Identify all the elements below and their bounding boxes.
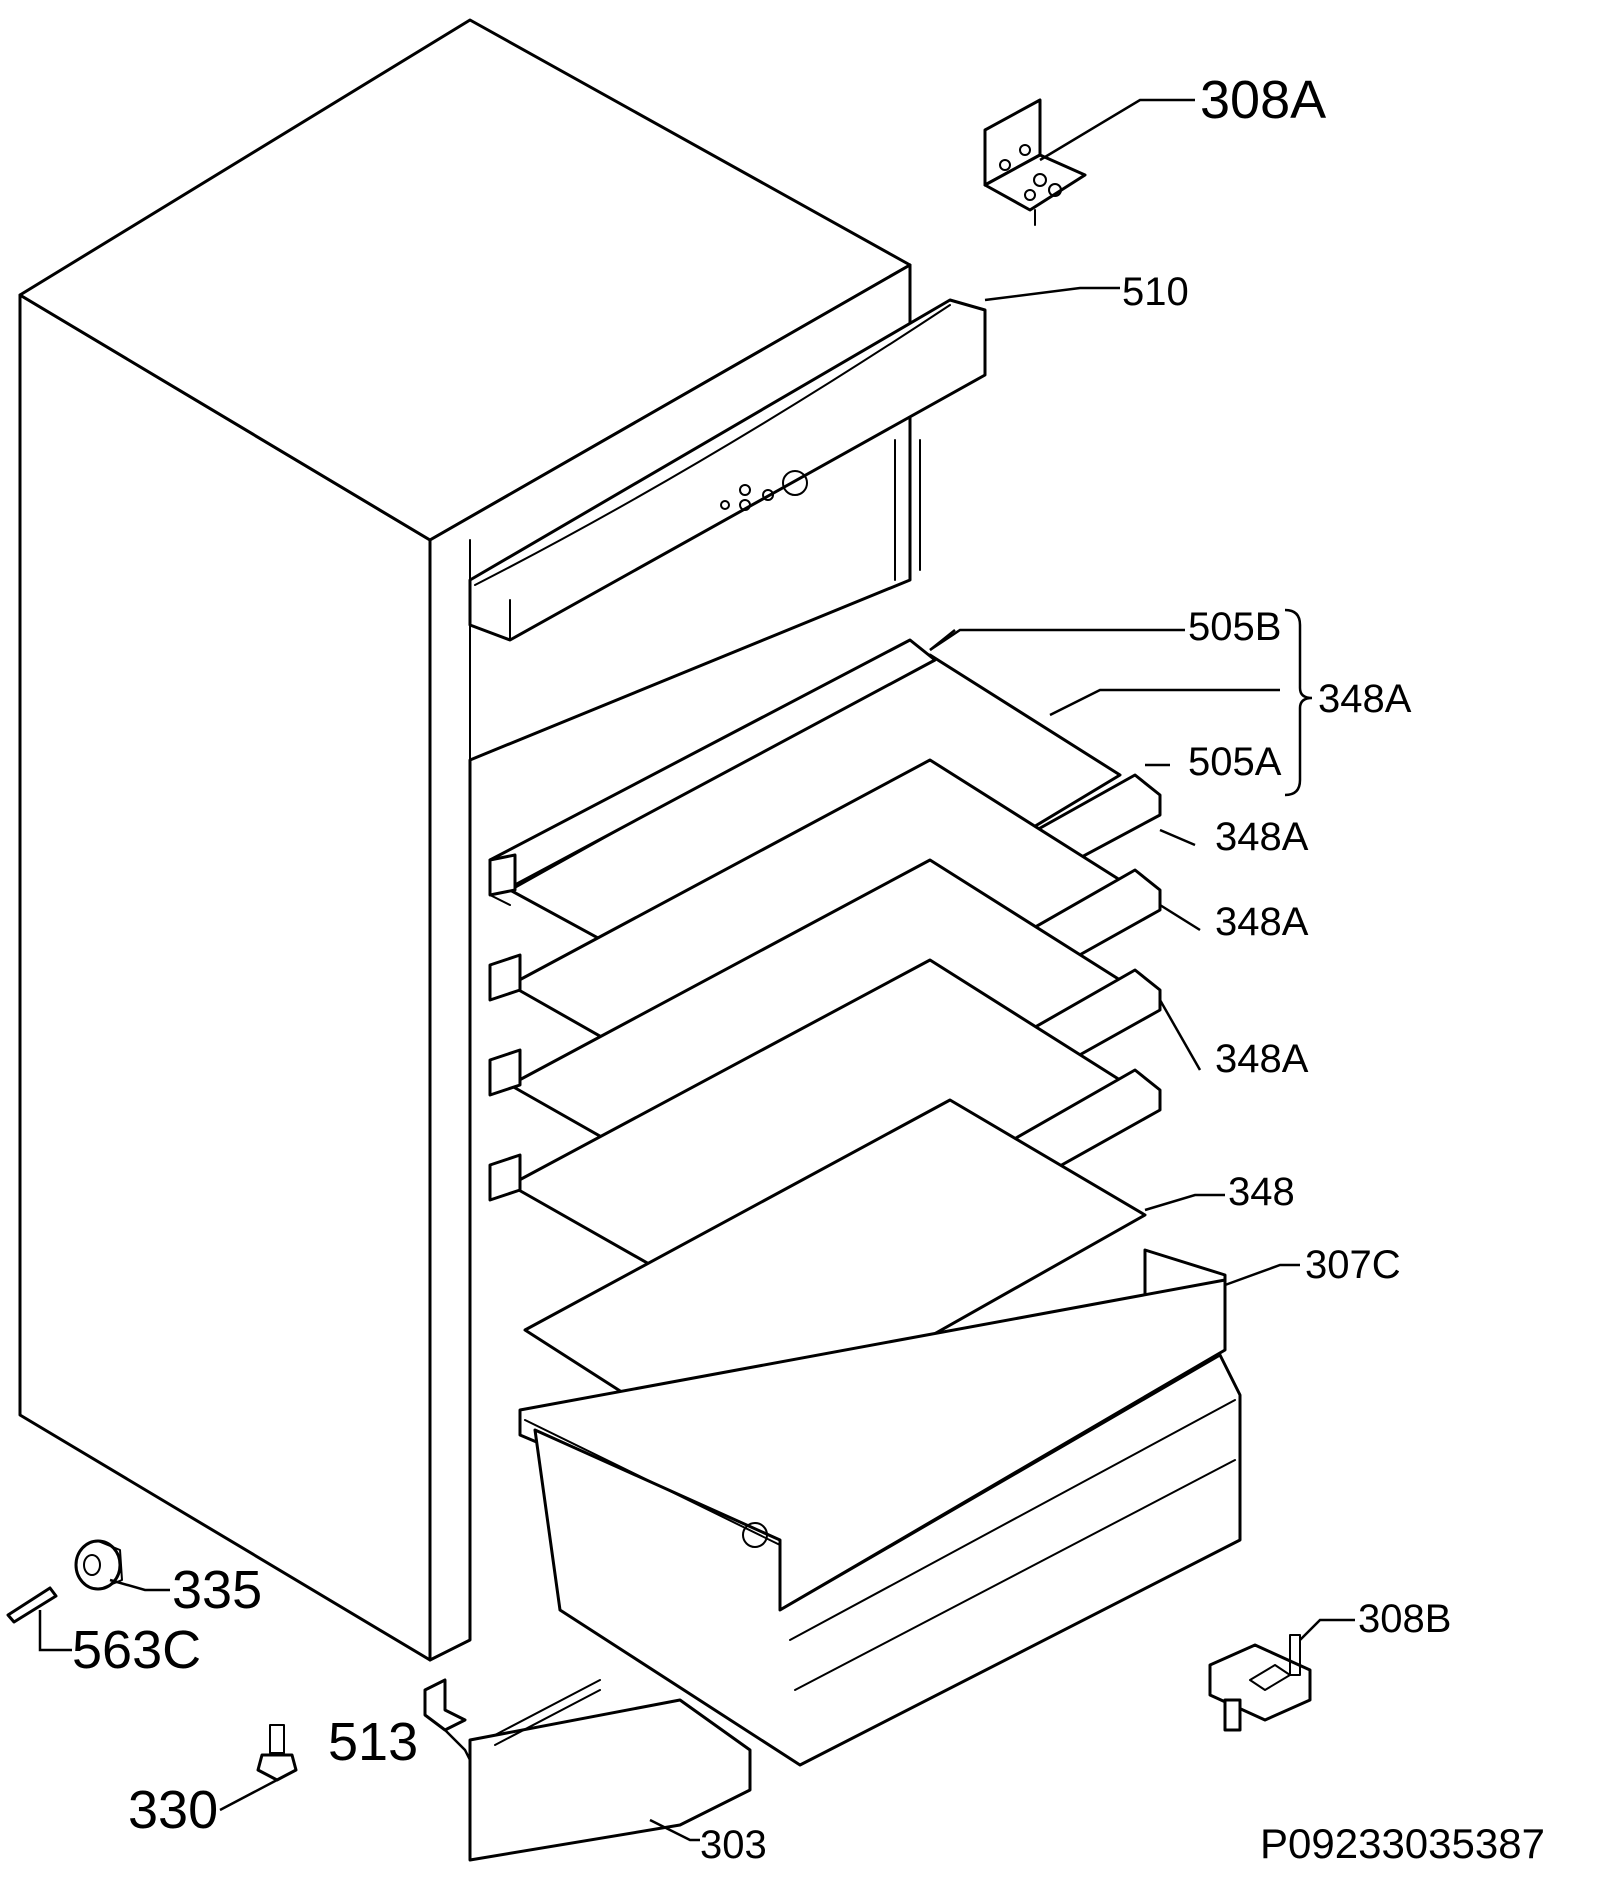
bracket	[423, 1678, 467, 1732]
label-348: 348	[1228, 1170, 1295, 1214]
kickplate	[468, 1679, 752, 1862]
label-330: 330	[128, 1780, 218, 1840]
label-303: 303	[700, 1823, 767, 1867]
hinge-top	[983, 98, 1087, 226]
control-panel	[468, 298, 987, 642]
label-335: 335	[172, 1560, 262, 1620]
label-348A-shelf-4: 348A	[1215, 1037, 1309, 1081]
label-513: 513	[328, 1712, 418, 1772]
label-308B: 308B	[1358, 1597, 1451, 1641]
label-563C: 563C	[72, 1620, 201, 1680]
foot-cap	[74, 1539, 123, 1591]
label-348A-shelf-2: 348A	[1215, 815, 1309, 859]
hinge-bottom	[1208, 1634, 1312, 1732]
label-348A-group: 348A	[1318, 677, 1412, 721]
adjustable-foot	[256, 1724, 298, 1782]
label-307C: 307C	[1305, 1243, 1401, 1287]
label-505B: 505B	[1188, 605, 1281, 649]
label-510: 510	[1122, 270, 1189, 314]
group-bracket	[1284, 608, 1313, 797]
label-348A-shelf-3: 348A	[1215, 900, 1309, 944]
drawer	[518, 1248, 1242, 1767]
pin	[6, 1586, 58, 1624]
drawing-reference: P09233035387	[1260, 1820, 1545, 1867]
label-308A: 308A	[1200, 70, 1326, 130]
label-505A: 505A	[1188, 740, 1282, 784]
part-labels: 308A 510 505B 348A 505A 348A 348A 348A 3…	[72, 70, 1545, 1867]
leader-lines	[38, 98, 1355, 1842]
